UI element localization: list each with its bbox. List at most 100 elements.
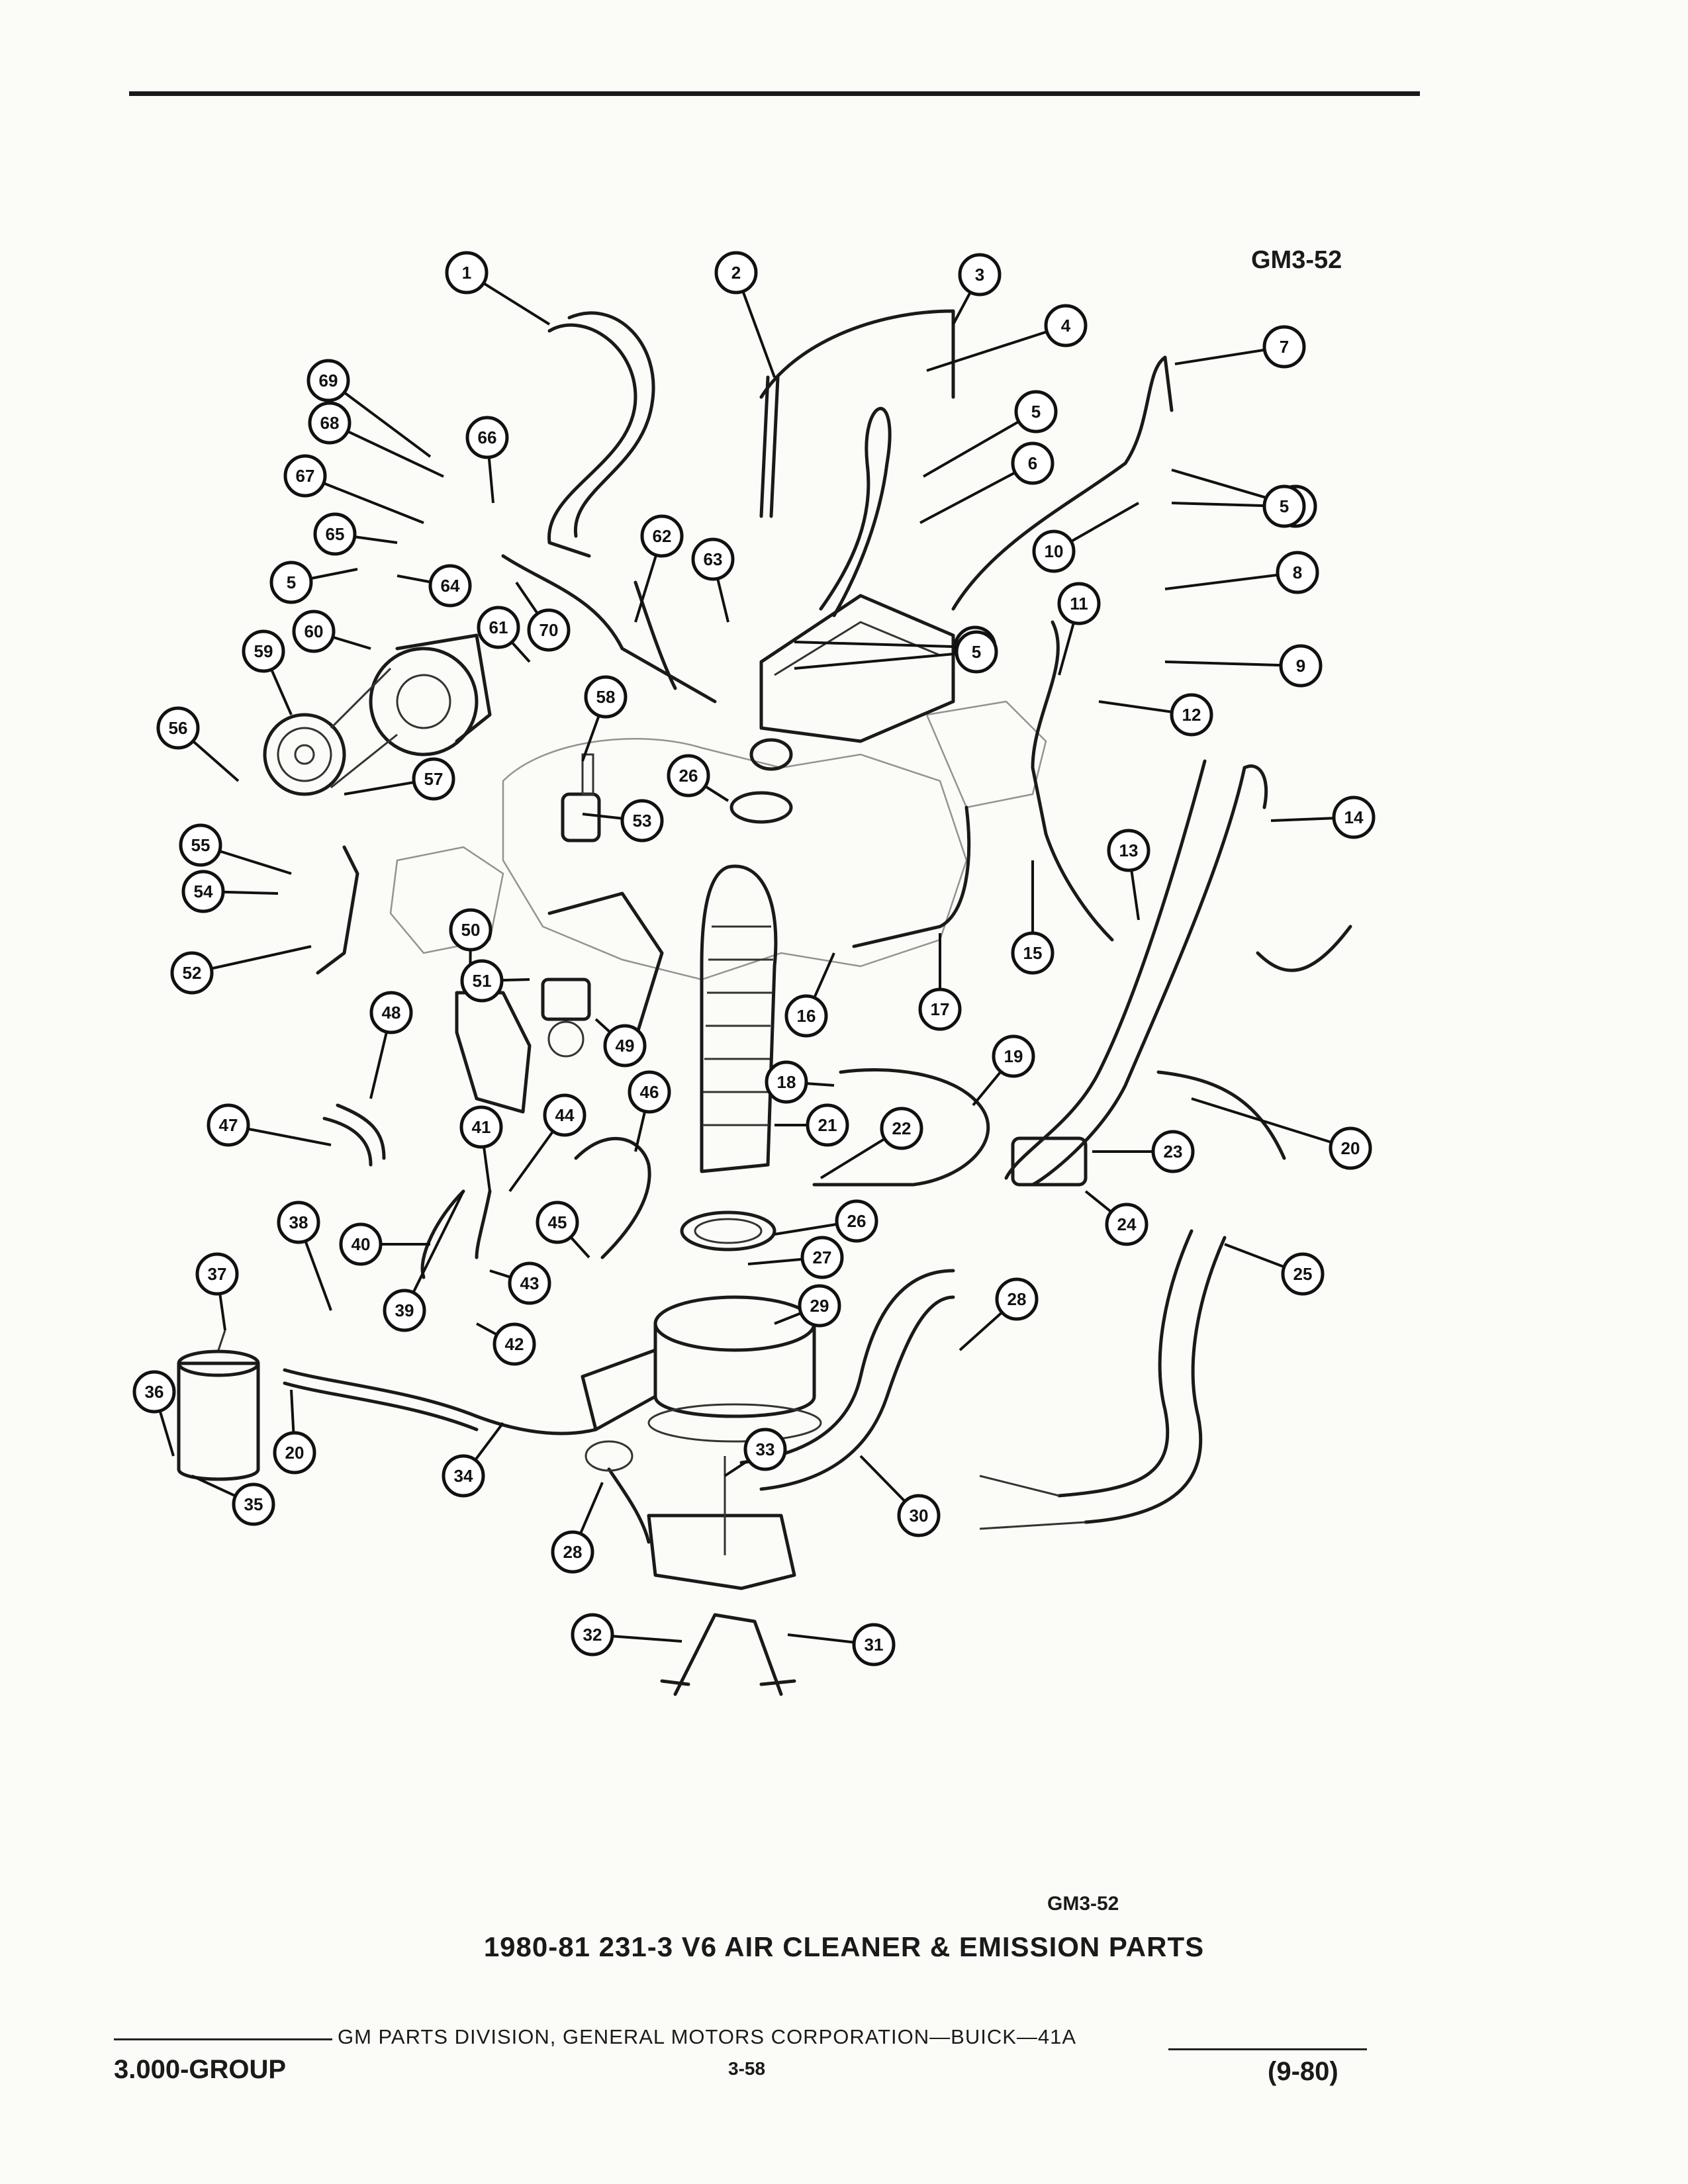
callout-28: 28 [959, 1277, 1039, 1351]
callout-number: 3 [975, 265, 984, 285]
callout-number: 30 [910, 1506, 929, 1525]
callout-13: 13 [1107, 829, 1150, 921]
callout-number: 4 [1061, 316, 1071, 336]
figure-caption: 1980-81 231-3 V6 AIR CLEANER & EMISSION … [483, 1931, 1205, 1962]
callout-number: 5 [972, 642, 981, 662]
callout-55: 55 [179, 823, 292, 875]
callout-number: 48 [382, 1003, 401, 1023]
callout-40: 40 [339, 1222, 430, 1266]
callout-22: 22 [820, 1107, 923, 1179]
hose-19 [812, 1068, 990, 1187]
callout-number: 19 [1004, 1046, 1023, 1066]
callout-3: 3 [952, 253, 1002, 325]
callout-number: 20 [285, 1443, 305, 1463]
callout-4: 4 [926, 304, 1088, 372]
callout-number: 26 [679, 766, 698, 786]
pulley [263, 667, 398, 796]
callout-number: 52 [183, 963, 202, 983]
callout-number: 23 [1164, 1142, 1183, 1161]
callout-61: 61 [477, 606, 531, 663]
leader-line [923, 410, 1037, 478]
callout-18: 18 [765, 1060, 835, 1104]
footer-publisher: GM PARTS DIVISION, GENERAL MOTORS CORPOR… [338, 2025, 1077, 2048]
footer-rule-right [1168, 2048, 1367, 2050]
callout-number: 47 [219, 1115, 238, 1135]
tube-39-40 [420, 1189, 492, 1279]
callout-number: 12 [1182, 705, 1201, 725]
callout-number: 34 [454, 1466, 473, 1486]
callout-33: 33 [724, 1428, 787, 1477]
callout-number: 49 [616, 1036, 635, 1056]
callout-17: 17 [918, 933, 962, 1031]
leader-line [403, 1191, 465, 1311]
callout-57: 57 [344, 757, 455, 801]
snorkel-bottom [585, 1440, 796, 1590]
callout-number: 43 [520, 1273, 539, 1293]
conduit-25 [979, 1229, 1227, 1530]
callout-number: 8 [1293, 563, 1302, 582]
leader-line [1164, 571, 1298, 590]
callout-60: 60 [292, 610, 371, 653]
callout-number: 46 [640, 1082, 659, 1102]
callout-number: 38 [289, 1212, 308, 1232]
callout-41: 41 [459, 1105, 503, 1192]
air-valve-assembly [749, 594, 955, 771]
hose-7 [951, 355, 1174, 611]
callout-number: 13 [1119, 841, 1139, 860]
callout-number: 7 [1280, 337, 1289, 357]
callout-48: 48 [369, 991, 413, 1099]
callout-number: 58 [596, 687, 616, 707]
callout-26: 26 [667, 754, 729, 802]
wire-harness-right [1004, 620, 1268, 1187]
callout-number: 5 [1280, 496, 1289, 516]
callout-5: 5 [923, 390, 1058, 478]
callout-16: 16 [784, 952, 835, 1038]
valve-51 [541, 978, 591, 1058]
callout-43: 43 [489, 1261, 551, 1305]
callout-34: 34 [442, 1422, 504, 1498]
footer-group: 3.000-GROUP [114, 2055, 287, 2084]
callout-63: 63 [691, 537, 735, 623]
callout-number: 5 [1031, 402, 1041, 422]
callout-66: 66 [465, 416, 509, 504]
callout-20: 20 [273, 1389, 316, 1475]
leader-line [1191, 1097, 1351, 1150]
callout-number: 2 [731, 263, 741, 283]
callout-number: 6 [1028, 453, 1037, 473]
callout-number: 14 [1344, 807, 1364, 827]
callout-12: 12 [1098, 693, 1213, 737]
callout-65: 65 [313, 512, 398, 556]
hose-17 [852, 805, 971, 948]
callout-5: 5 [1171, 484, 1306, 528]
callout-14: 14 [1270, 796, 1376, 839]
hose-20-right [1156, 925, 1352, 1160]
callout-number: 18 [777, 1072, 796, 1092]
figure-id-bottom: GM3-52 [1047, 1893, 1119, 1915]
air-pump [369, 633, 492, 756]
callout-19: 19 [972, 1034, 1035, 1107]
hose-34 [283, 1368, 598, 1435]
figure-id-top: GM3-52 [1251, 246, 1342, 274]
leader-line [1164, 660, 1301, 667]
callout-31: 31 [787, 1623, 896, 1666]
callout-56: 56 [156, 706, 240, 782]
callout-35: 35 [191, 1475, 275, 1526]
callout-67: 67 [283, 454, 424, 524]
callout-53: 53 [582, 799, 664, 842]
hose-30 [739, 1269, 955, 1491]
callout-7: 7 [1174, 325, 1306, 369]
callout-58: 58 [581, 675, 628, 762]
hose-2 [759, 375, 780, 518]
callout-46: 46 [628, 1070, 671, 1152]
callout-number: 57 [424, 769, 444, 789]
hose-4 [819, 406, 892, 617]
callout-10: 10 [1032, 502, 1139, 573]
callout-47: 47 [207, 1103, 332, 1147]
callout-number: 56 [169, 718, 188, 738]
callout-25: 25 [1224, 1243, 1325, 1296]
callout-number: 59 [254, 641, 273, 661]
egr-valve-58 [561, 753, 601, 842]
bracket-52 [316, 845, 359, 975]
clamp-26-upper [729, 791, 793, 824]
callout-42: 42 [476, 1322, 536, 1366]
